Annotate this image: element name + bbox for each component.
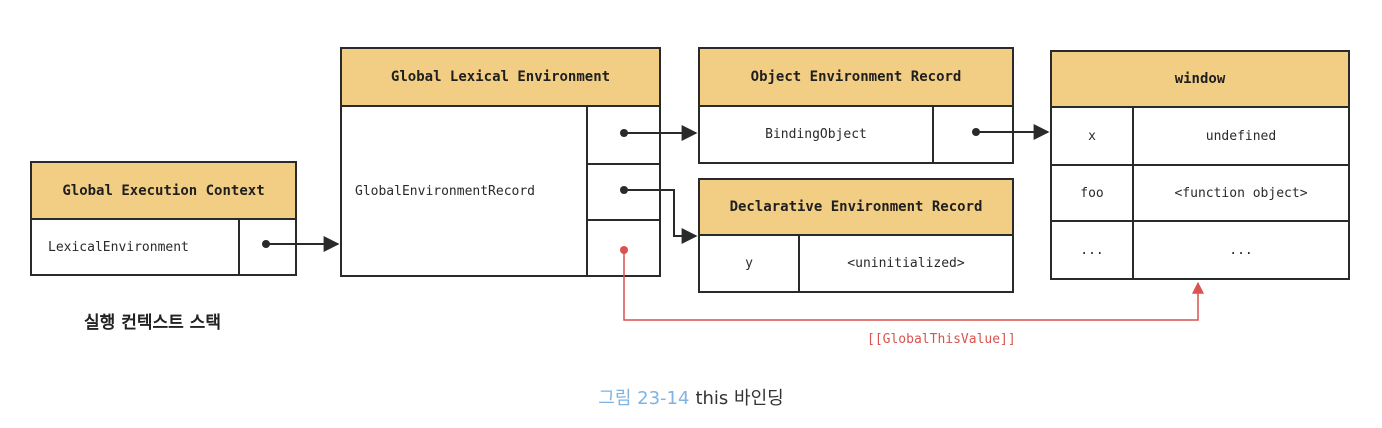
arrow-declarative-record (620, 186, 698, 244)
global-execution-context-title: Global Execution Context (32, 163, 295, 220)
window-row-value: undefined (1205, 128, 1277, 144)
binding-object-field: BindingObject (765, 127, 867, 142)
arrow-object-record (620, 125, 698, 141)
declarative-environment-record-box: Declarative Environment Record y <uninit… (698, 178, 1014, 293)
window-row-value: <function object> (1174, 185, 1308, 201)
figure-title: this 바인딩 (695, 388, 784, 409)
divider (586, 107, 588, 275)
declarative-key: y (745, 256, 753, 271)
divider (798, 236, 800, 291)
global-environment-record-label: GlobalEnvironmentRecord (355, 183, 536, 199)
window-row-value: ... (1229, 242, 1253, 258)
divider (932, 107, 934, 162)
arrow-global-this-value (620, 246, 1204, 321)
global-execution-context-box: Global Execution Context LexicalEnvironm… (30, 161, 297, 276)
divider (1052, 164, 1348, 166)
divider (1132, 108, 1134, 278)
global-lexical-environment-box: Global Lexical Environment GlobalEnviron… (340, 47, 661, 277)
declarative-value: <uninitialized> (847, 256, 965, 271)
divider (238, 220, 240, 274)
window-row-key: ... (1080, 242, 1104, 258)
global-this-value-label: [[GlobalThisValue]] (867, 332, 1016, 347)
divider (1052, 220, 1348, 222)
window-row-key: x (1088, 128, 1096, 144)
global-lexical-environment-title: Global Lexical Environment (342, 49, 659, 107)
window-row-key: foo (1080, 185, 1104, 201)
figure-number: 그림 23-14 (598, 388, 690, 409)
window-title: window (1052, 52, 1348, 108)
lexical-environment-field: LexicalEnvironment (48, 239, 189, 255)
window-object-box: window x undefined foo <function object>… (1050, 50, 1350, 280)
divider (586, 163, 659, 165)
object-environment-record-box: Object Environment Record BindingObject (698, 47, 1014, 164)
divider (586, 219, 659, 221)
arrow-lexical-environment (262, 236, 340, 252)
arrow-binding-object (972, 124, 1050, 140)
execution-context-stack-caption: 실행 컨텍스트 스택 (84, 313, 221, 333)
declarative-environment-record-title: Declarative Environment Record (700, 180, 1012, 236)
object-environment-record-title: Object Environment Record (700, 49, 1012, 107)
